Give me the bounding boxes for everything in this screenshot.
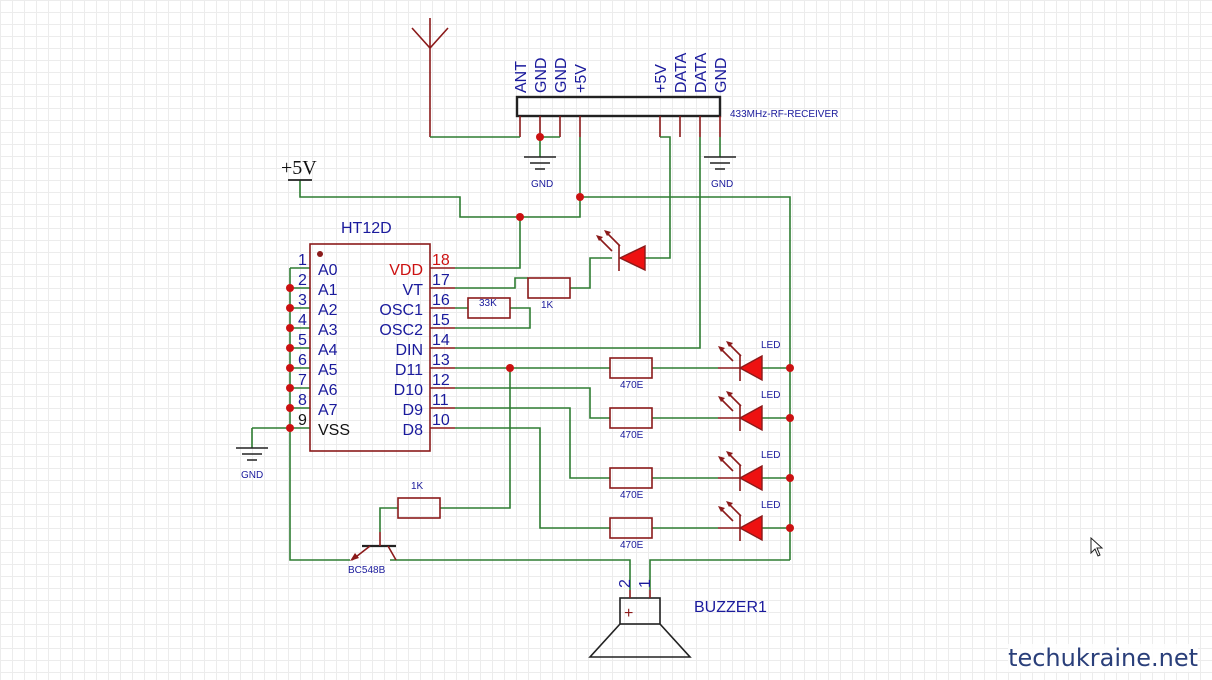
pin-name: D9 xyxy=(403,402,424,419)
pin-num: 8 xyxy=(298,392,307,409)
ic-left-pins: 1 A0 2 A1 3 A2 4 A3 5 A4 6 A5 7 A6 8 A7 … xyxy=(298,252,350,439)
ht12d-ic: HT12D xyxy=(309,220,455,452)
rf-receiver: ANT GND GND +5V +5V DATA DATA GND 433MHz… xyxy=(513,52,838,137)
pin-name: VDD xyxy=(389,262,423,279)
svg-text:470E: 470E xyxy=(620,380,644,391)
resistor-1k-vt: 1K xyxy=(527,277,571,311)
ic-right-pins: 18 VDD 17 VT 16 OSC1 15 OSC2 14 DIN 13 D… xyxy=(379,252,449,439)
receiver-pin-ant: ANT xyxy=(513,61,530,93)
watermark: techukraine.net xyxy=(1008,644,1198,672)
pin-name: A2 xyxy=(318,302,338,319)
pin-num: 5 xyxy=(298,332,307,349)
buzzer-pin-2: 2 xyxy=(617,579,634,588)
resistor-470e-2: 470E xyxy=(609,407,653,441)
svg-text:470E: 470E xyxy=(620,430,644,441)
resistor-470e-1: 470E xyxy=(609,357,653,391)
resistor-1k-base: 1K xyxy=(397,481,441,519)
led-vt-indicator xyxy=(596,230,646,272)
pin-name: A7 xyxy=(318,402,338,419)
led-label: LED xyxy=(761,390,780,401)
resistor-33k: 33K xyxy=(467,297,511,319)
receiver-pin-data-2: DATA xyxy=(693,52,710,93)
antenna xyxy=(411,18,449,137)
pin-num: 9 xyxy=(298,412,307,429)
svg-text:470E: 470E xyxy=(620,490,644,501)
pin-num: 11 xyxy=(432,392,449,409)
pin-num: 6 xyxy=(298,352,307,369)
receiver-pin-gnd-1: GND xyxy=(533,57,550,93)
buzzer-plus-symbol: + xyxy=(624,605,633,622)
junctions xyxy=(286,133,794,532)
led-4: LED xyxy=(718,500,780,542)
svg-text:GND: GND xyxy=(531,179,553,190)
pin-num: 4 xyxy=(298,312,307,329)
led-label: LED xyxy=(761,500,780,511)
pin-name: OSC2 xyxy=(379,322,423,339)
ground-symbol-receiver-left: GND xyxy=(524,156,556,190)
resistor-470e-3: 470E xyxy=(609,467,653,501)
pin-name: D8 xyxy=(403,422,424,439)
buzzer-pin-1: 1 xyxy=(637,579,654,588)
pin-name: VT xyxy=(403,282,424,299)
resistor-470e-4: 470E xyxy=(609,517,653,551)
pin-num: 15 xyxy=(432,312,450,329)
supply-5v: +5V xyxy=(281,157,317,181)
pin-num: 3 xyxy=(298,292,307,309)
led-1: LED xyxy=(718,340,780,382)
buzzer: + 2 1 BUZZER1 xyxy=(588,579,767,658)
pin-name: VSS xyxy=(318,422,350,439)
svg-text:1K: 1K xyxy=(541,300,554,311)
pin-num: 1 xyxy=(298,252,307,269)
pin-name: A3 xyxy=(318,322,338,339)
pin-num: 7 xyxy=(298,372,307,389)
pin-name: A6 xyxy=(318,382,338,399)
ground-symbol-ic: GND xyxy=(236,447,268,481)
pin-num: 18 xyxy=(432,252,450,269)
svg-text:1K: 1K xyxy=(411,481,424,492)
pin-num: 12 xyxy=(432,372,450,389)
receiver-pin-5v-1: +5V xyxy=(573,64,590,93)
pin-num: 17 xyxy=(432,272,450,289)
pin-name: D11 xyxy=(395,362,423,379)
pin-num: 10 xyxy=(432,412,450,429)
pin-name: D10 xyxy=(394,382,423,399)
pin-name: DIN xyxy=(395,342,423,359)
svg-text:470E: 470E xyxy=(620,540,644,551)
svg-text:GND: GND xyxy=(241,470,263,481)
svg-text:+5V: +5V xyxy=(281,157,317,179)
pin-name: A1 xyxy=(318,282,338,299)
svg-text:33K: 33K xyxy=(479,298,497,309)
svg-text:GND: GND xyxy=(711,179,733,190)
ground-symbol-receiver-right: GND xyxy=(704,156,736,190)
pin-name: A4 xyxy=(318,342,338,359)
pin-num: 16 xyxy=(432,292,450,309)
pin-name: A0 xyxy=(318,262,338,279)
led-3: LED xyxy=(718,450,780,492)
pin-num: 14 xyxy=(432,332,450,349)
pin-name: OSC1 xyxy=(379,302,423,319)
receiver-pin-5v-2: +5V xyxy=(653,64,670,93)
mouse-pointer-icon xyxy=(1090,537,1104,557)
led-label: LED xyxy=(761,340,780,351)
pin-num: 13 xyxy=(432,352,450,369)
led-label: LED xyxy=(761,450,780,461)
receiver-pin-gnd-3: GND xyxy=(713,57,730,93)
receiver-pin-gnd-2: GND xyxy=(553,57,570,93)
pin-num: 2 xyxy=(298,272,307,289)
receiver-pin-data-1: DATA xyxy=(673,52,690,93)
transistor-label: BC548B xyxy=(348,565,386,576)
ic-title: HT12D xyxy=(341,220,392,237)
receiver-name: 433MHz-RF-RECEIVER xyxy=(730,109,838,120)
transistor-bc548b: BC548B xyxy=(348,532,397,576)
buzzer-name: BUZZER1 xyxy=(694,599,767,616)
wires xyxy=(251,136,791,590)
pin-name: A5 xyxy=(318,362,338,379)
led-2: LED xyxy=(718,390,780,432)
